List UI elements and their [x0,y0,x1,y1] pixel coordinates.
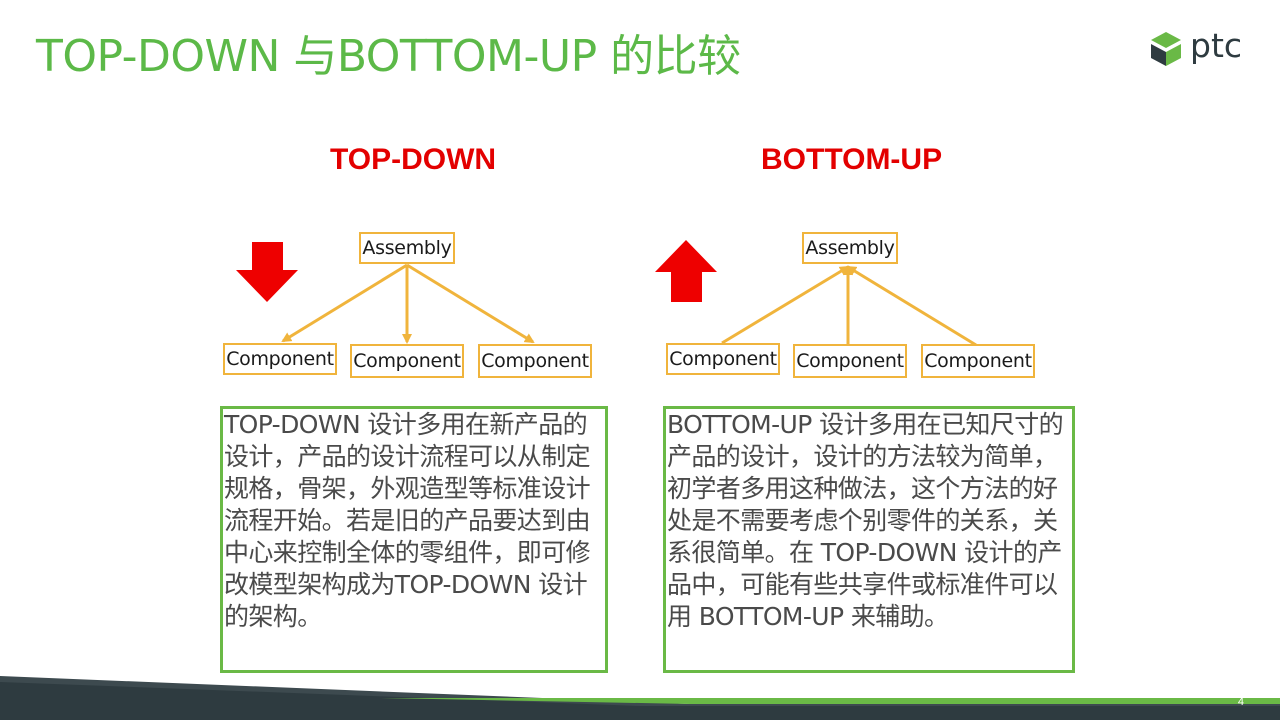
footer-band [0,676,1280,720]
top-down-component-box: Component [350,344,464,378]
top-down-component-box: Component [478,344,592,378]
bottom-up-connectors [721,265,977,347]
top-down-description: TOP-DOWN 设计多用在新产品的设计，产品的设计流程可以从制定规格，骨架，外… [220,406,608,673]
ptc-logo-text: ptc [1190,26,1243,65]
slide-title: TOP-DOWN 与BOTTOM-UP 的比较 [36,31,741,82]
bottom-up-component-box: Component [793,344,907,378]
top-down-component-box: Component [223,343,337,375]
bottom-up-component-box: Component [921,344,1035,378]
bottom-up-description: BOTTOM-UP 设计多用在已知尺寸的产品的设计，设计的方法较为简单，初学者多… [663,406,1075,673]
ptc-hexagon-icon [1151,32,1181,66]
bottom-up-component-box: Component [666,343,780,375]
bottom-up-assembly-box: Assembly [802,232,898,264]
bottom-up-heading: BOTTOM-UP [761,143,943,176]
page-number: 4 [1237,696,1244,708]
top-down-connectors [281,263,535,344]
top-down-heading: TOP-DOWN [330,143,497,176]
ptc-logo: ptc [1148,26,1248,70]
red-up-arrow-icon [655,240,717,302]
top-down-assembly-box: Assembly [359,232,455,264]
red-down-arrow-icon [236,242,298,302]
